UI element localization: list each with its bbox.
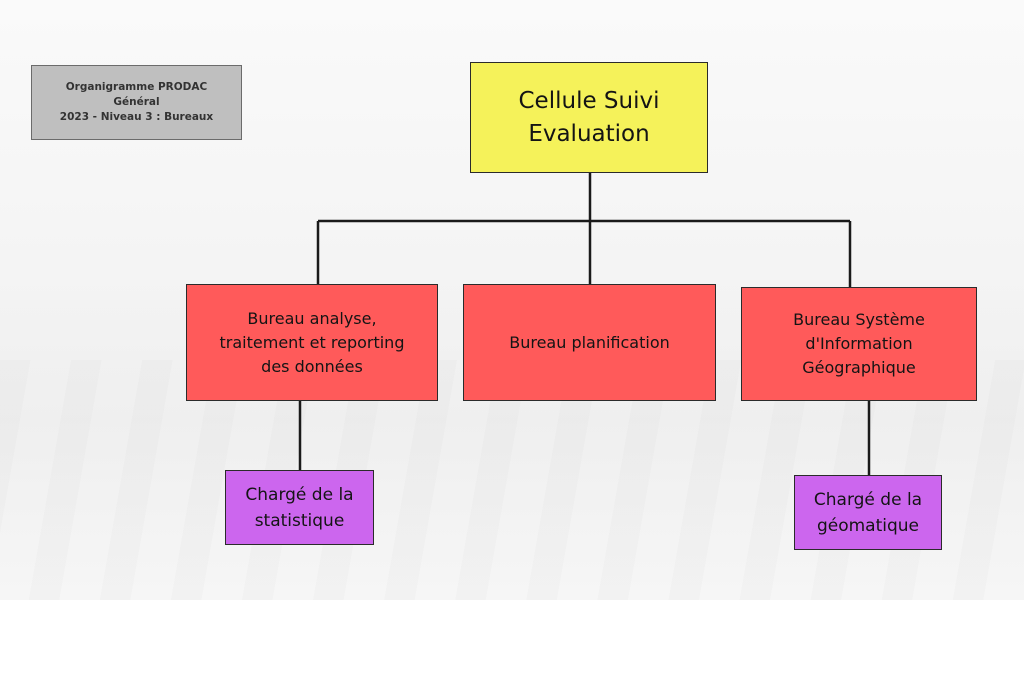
node-bureau-analyse: Bureau analyse, traitement et reporting … (186, 284, 438, 401)
node-cellule-suivi-evaluation: Cellule Suivi Evaluation (470, 62, 708, 173)
node-bureau-planification: Bureau planification (463, 284, 716, 401)
node-charge-geomatique: Chargé de la géomatique (794, 475, 942, 550)
node-label: Cellule Suivi Evaluation (518, 87, 660, 147)
node-label: Chargé de la géomatique (813, 489, 923, 536)
node-charge-statistique: Chargé de la statistique (225, 470, 374, 545)
legend-line-1: Organigramme PRODAC (65, 81, 208, 93)
node-label: Bureau analyse, traitement et reporting … (219, 308, 405, 376)
legend-line-2: Général (113, 96, 160, 108)
legend-box: Organigramme PRODAC Général 2023 - Nivea… (31, 65, 242, 140)
legend-line-3: 2023 - Niveau 3 : Bureaux (59, 111, 214, 123)
node-bureau-sig: Bureau Système d'Information Géographiqu… (741, 287, 977, 401)
node-label: Bureau Système d'Information Géographiqu… (793, 310, 925, 377)
node-label: Bureau planification (509, 332, 670, 352)
node-label: Chargé de la statistique (245, 484, 354, 531)
